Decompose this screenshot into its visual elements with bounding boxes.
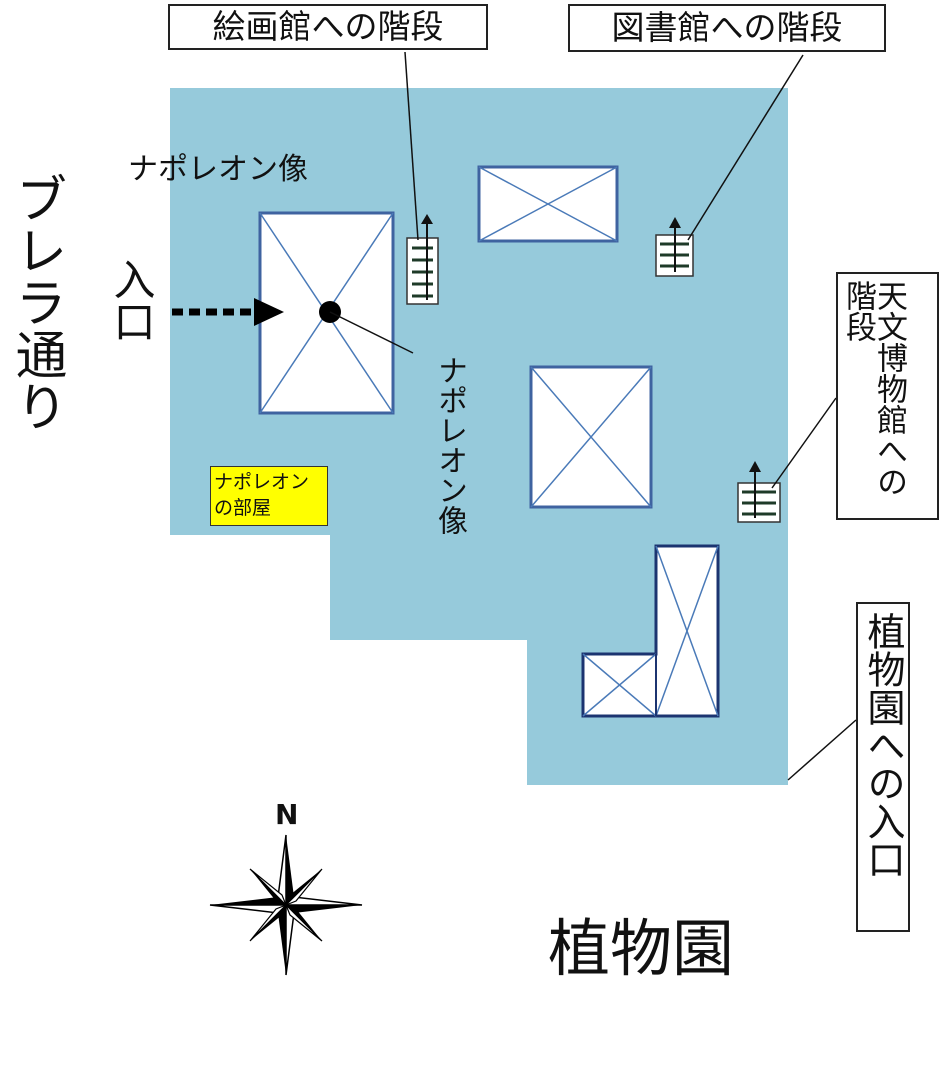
courtyard-l-shaped xyxy=(581,544,720,718)
arrow-right-icon xyxy=(172,298,284,326)
leader-botanical xyxy=(787,719,857,781)
napoleon-statue-vertical-label: ナポレオン像 xyxy=(432,355,467,535)
courtyard-north xyxy=(477,165,619,243)
callout-library-stairs: 図書館への階段 xyxy=(568,4,886,52)
callout-botanical-entrance: 植物園への入口 xyxy=(856,602,910,932)
north-label: N xyxy=(275,798,299,831)
stairs-icon xyxy=(737,461,781,523)
callout-library-stairs-text: 図書館への階段 xyxy=(611,8,843,47)
street-label: ブレラ通り xyxy=(6,172,66,432)
entrance-label: 入口 xyxy=(107,258,156,342)
napoleon-statue-label: ナポレオン像 xyxy=(128,152,308,187)
stairs-icon xyxy=(406,214,439,305)
courtyard-center xyxy=(529,365,653,509)
botanical-garden-label: 植物園 xyxy=(548,912,735,985)
callout-gallery-stairs-text: 絵画館への階段 xyxy=(212,7,444,46)
callout-observatory-stairs-text: 天文博物館への階段 xyxy=(840,280,907,497)
callout-botanical-entrance-text: 植物園への入口 xyxy=(861,612,905,878)
leader-gallery xyxy=(404,51,419,241)
statue-leader-line xyxy=(329,311,414,354)
compass-rose-icon xyxy=(209,834,363,976)
napoleon-room-label: ナポレオンの部屋 xyxy=(210,466,328,526)
stairs-icon xyxy=(655,217,694,277)
leader-observatory xyxy=(771,397,837,489)
leader-library xyxy=(687,54,804,241)
callout-observatory-stairs: 天文博物館への階段 xyxy=(836,272,939,520)
courtyard-main xyxy=(258,211,395,415)
callout-gallery-stairs: 絵画館への階段 xyxy=(168,4,488,50)
napoleon-room-text: ナポレオンの部屋 xyxy=(214,471,310,519)
